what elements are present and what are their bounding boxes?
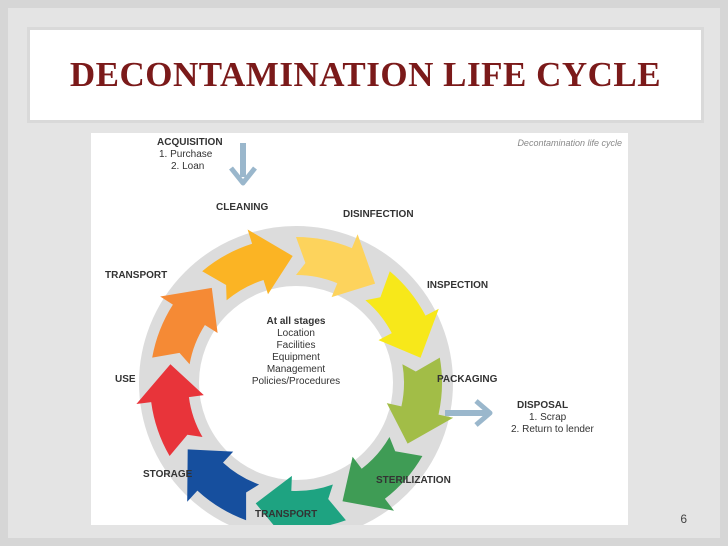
cycle-segment-inspection-arrow <box>202 229 293 301</box>
acquisition-arrow-icon <box>229 143 257 186</box>
disposal-label: DISPOSAL 1. Scrap 2. Return to lender <box>511 400 594 436</box>
center-heading: At all stages <box>266 316 326 327</box>
cycle-segments <box>136 229 454 525</box>
cycle-segment-cleaning-arrow <box>136 364 204 456</box>
stage-label-transport-lower: TRANSPORT <box>255 509 318 520</box>
title-box: DECONTAMINATION LIFE CYCLE <box>27 27 704 123</box>
stage-label-sterilization: STERILIZATION <box>376 475 451 486</box>
stage-label-storage: STORAGE <box>143 469 193 480</box>
cycle-segment-transport-arrow <box>386 357 454 444</box>
cycle-diagram <box>136 143 493 525</box>
center-item: Location <box>277 328 315 339</box>
acquisition-label: ACQUISITION 1. Purchase 2. Loan <box>157 137 223 173</box>
disposal-arrow-icon <box>445 399 493 427</box>
center-item: Facilities <box>276 340 316 351</box>
center-item: Policies/Procedures <box>251 376 341 387</box>
stage-label-disinfection: DISINFECTION <box>343 209 414 220</box>
figure-caption: Decontamination life cycle <box>517 138 622 148</box>
acquisition-item: 1. Purchase <box>159 149 213 160</box>
page-number: 6 <box>680 512 687 526</box>
stage-label-cleaning: CLEANING <box>216 202 269 213</box>
acquisition-item: 2. Loan <box>171 161 205 172</box>
cycle-segment-disinfection-arrow <box>152 287 218 365</box>
cycle-segment-storage-arrow <box>342 437 423 511</box>
center-item: Management <box>266 364 326 375</box>
center-item: Equipment <box>272 352 320 363</box>
stage-label-use: USE <box>115 374 136 385</box>
stage-label-transport-upper: TRANSPORT <box>105 270 168 281</box>
stage-label-packaging: PACKAGING <box>437 374 498 385</box>
slide-title: DECONTAMINATION LIFE CYCLE <box>69 55 662 94</box>
disposal-title: DISPOSAL <box>517 400 569 411</box>
stage-label-inspection: INSPECTION <box>427 280 489 291</box>
life-cycle-figure: Decontamination life cycle ACQUISITION 1… <box>91 133 628 525</box>
cycle-segment-sterilization-arrow <box>365 271 439 358</box>
center-text: At all stages Location Facilities Equipm… <box>228 316 364 388</box>
cycle-segment-use-arrow <box>255 475 346 525</box>
disposal-item: 1. Scrap <box>529 412 567 423</box>
cycle-segment-transport-arrow <box>187 449 260 521</box>
cycle-segment-packaging-arrow <box>296 234 376 298</box>
disposal-item: 2. Return to lender <box>511 424 594 435</box>
acquisition-title: ACQUISITION <box>157 137 223 148</box>
